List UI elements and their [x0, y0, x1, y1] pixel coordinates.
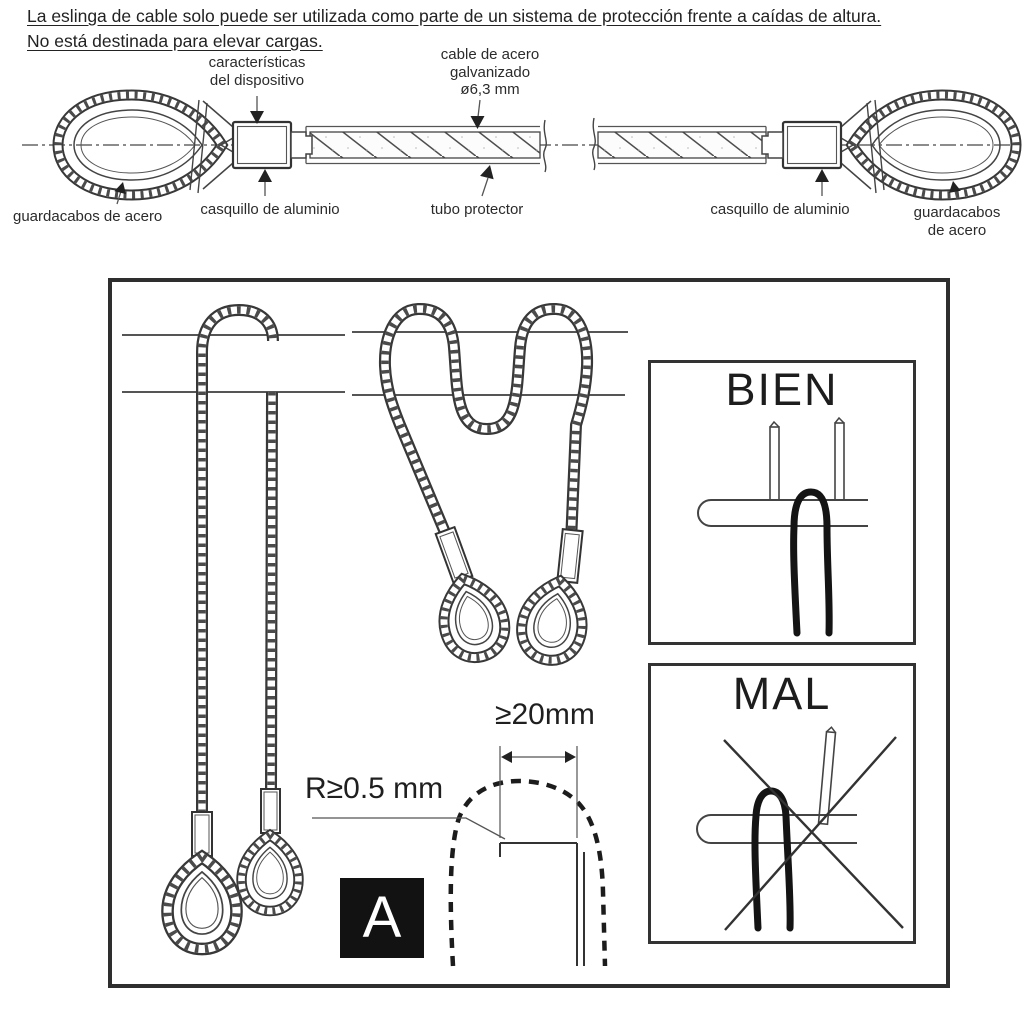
callout-arrows	[114, 96, 961, 205]
hanging-sling-back	[271, 392, 272, 789]
rebar-post	[769, 426, 780, 501]
header-line-2: No está destinada para elevar cargas.	[27, 31, 323, 51]
anchor-rod	[697, 499, 868, 527]
label-ferrule-left: casquillo de aluminio	[200, 201, 340, 218]
label-thimble-right: guardacabos de acero	[914, 204, 1001, 239]
correct-usage-box	[648, 360, 916, 645]
protective-tube	[305, 125, 767, 165]
basket-hitch-example	[122, 310, 345, 949]
dashed-anchor-outline	[448, 778, 608, 967]
incorrect-anchor-drawing	[696, 726, 904, 932]
usage-diagram-box	[108, 278, 950, 988]
cable-section-right	[597, 131, 767, 159]
rebar-post	[834, 422, 845, 501]
label-device-characteristics: características del dispositivo	[209, 54, 306, 89]
break-marks	[543, 117, 596, 173]
label-line: galvanizado	[449, 63, 531, 81]
choker-cable	[385, 309, 587, 542]
cross-out-mark	[723, 736, 904, 931]
header-line-1: La eslinga de cable solo puede ser utili…	[27, 6, 882, 26]
detail-a-marker: A	[340, 878, 424, 958]
anchor-profile	[499, 842, 585, 966]
min-radius-dimension: R≥0.5 mm	[305, 772, 444, 805]
correct-usage-title: BIEN	[725, 364, 839, 415]
ferrule	[556, 527, 584, 585]
ferrule	[434, 525, 474, 585]
anchor-detail-a	[312, 746, 608, 967]
sling-overview	[22, 95, 1016, 205]
incorrect-usage-title: MAL	[732, 668, 832, 719]
radius-leader-line	[312, 817, 506, 840]
label-line: guardacabos	[913, 204, 1001, 221]
min-width-dimension: ≥20mm	[495, 698, 595, 731]
choker-hitch-example	[352, 309, 628, 665]
rebar-post	[817, 730, 837, 826]
extension-lines	[499, 746, 578, 838]
label-line: cable de acero	[440, 46, 540, 63]
hanging-sling-front	[202, 310, 273, 813]
label-protective-tube: tubo protector	[430, 201, 524, 218]
anchor-rod	[696, 814, 857, 844]
label-galvanized-cable: cable de acero galvanizado ø6,3 mm	[441, 46, 539, 99]
label-line: ø6,3 mm	[460, 81, 520, 98]
cable-section-left	[309, 131, 541, 159]
label-line: características	[208, 54, 306, 71]
label-thimble-left: guardacabos de acero	[13, 208, 163, 225]
label-line: del dispositivo	[209, 71, 305, 89]
sling-loop	[751, 787, 794, 932]
label-line: de acero	[927, 221, 987, 239]
incorrect-usage-box	[648, 663, 916, 944]
correct-anchor-drawing	[697, 416, 868, 637]
label-ferrule-right: casquillo de aluminio	[710, 201, 850, 218]
sling-loop	[790, 488, 833, 637]
